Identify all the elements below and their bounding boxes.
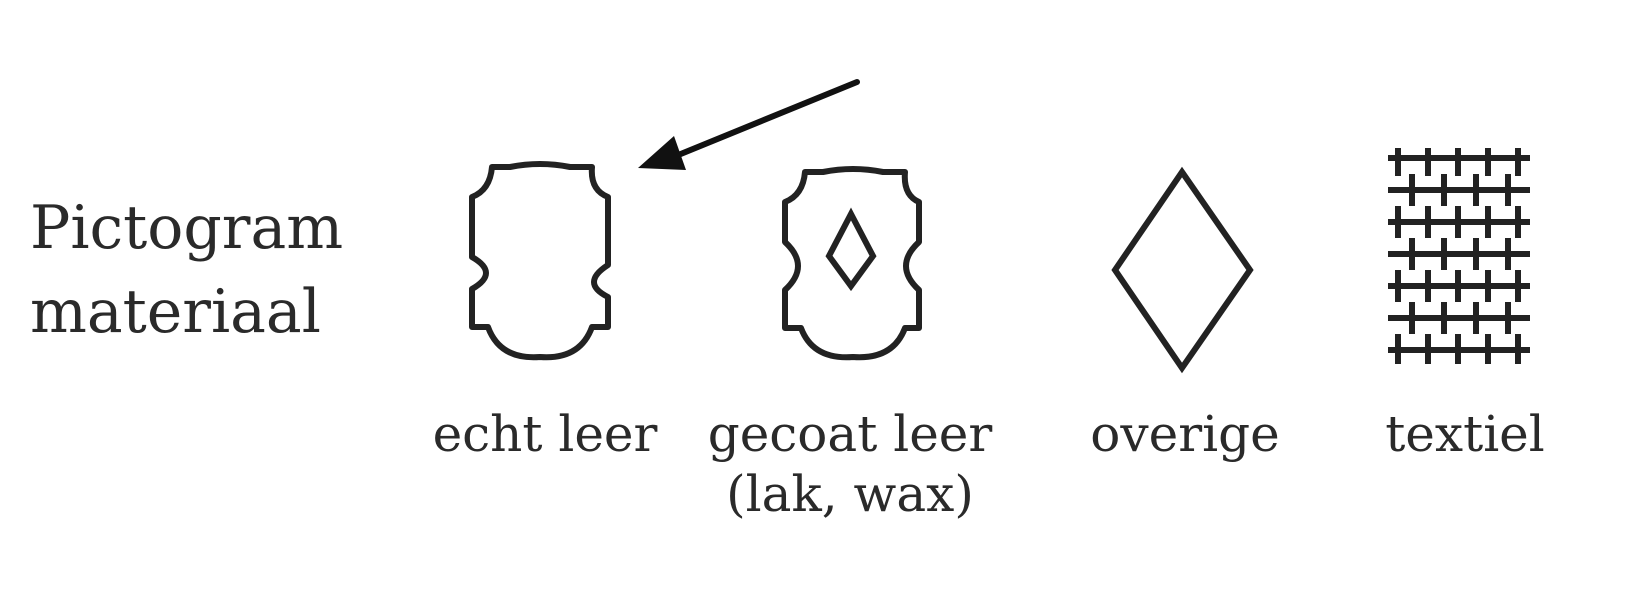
label-text: overige xyxy=(1090,405,1280,463)
label-textiel: textiel xyxy=(1370,404,1560,464)
label-overige: overige xyxy=(1080,404,1290,464)
title-line-1: Pictogram xyxy=(30,193,344,263)
label-line-1: gecoat leer xyxy=(707,405,993,463)
label-echt-leer: echt leer xyxy=(430,404,660,464)
textile-weave-icon xyxy=(1388,148,1530,364)
arrow-icon xyxy=(638,79,860,170)
label-line-2: (lak, wax) xyxy=(726,465,974,523)
title-line-2: materiaal xyxy=(30,277,321,347)
coated-leather-icon xyxy=(782,166,922,361)
diamond-icon xyxy=(1111,166,1254,374)
label-text: echt leer xyxy=(432,405,658,463)
label-gecoat-leer: gecoat leer (lak, wax) xyxy=(705,404,995,524)
label-text: textiel xyxy=(1385,405,1545,463)
leather-hide-icon xyxy=(469,161,611,361)
page-title: Pictogram materiaal xyxy=(30,186,390,354)
